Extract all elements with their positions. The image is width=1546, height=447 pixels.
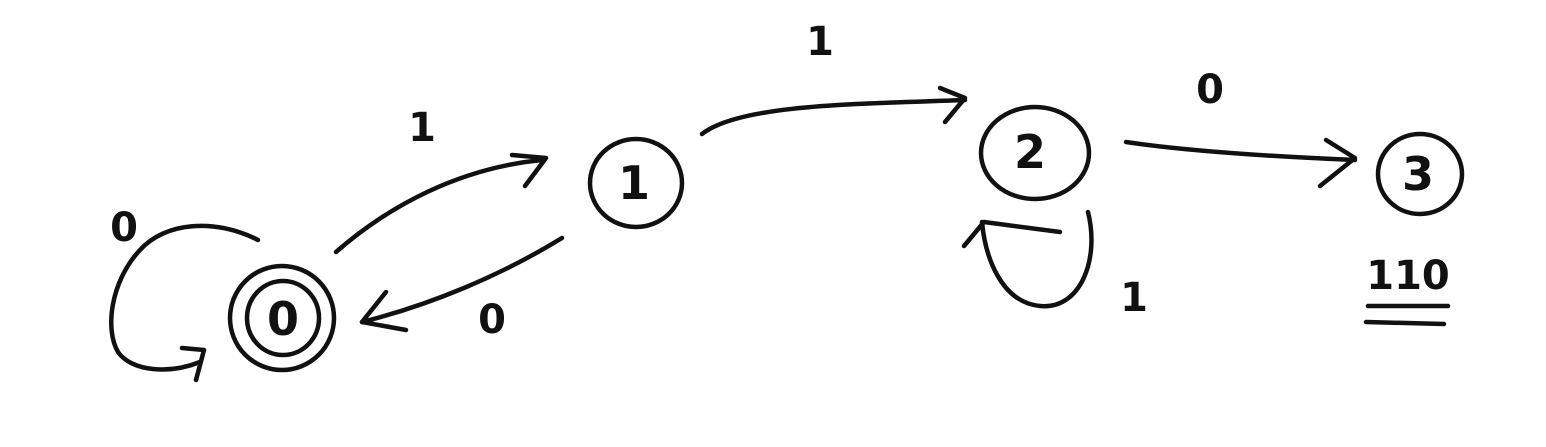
- transition-0-to-0: 0: [109, 205, 261, 383]
- transition-1-to-2-label: 1: [806, 19, 834, 65]
- transition-0-to-0-label: 0: [110, 205, 138, 251]
- transition-0-to-0-arc: [109, 223, 261, 372]
- transition-1-to-0-label: 0: [478, 297, 506, 343]
- state-2-label: 2: [1014, 125, 1046, 179]
- transition-2-to-3-arc: [1123, 139, 1358, 163]
- transition-2-to-2-arrowhead: [961, 219, 1063, 249]
- transition-0-to-1-arrowhead: [509, 152, 549, 189]
- state-2: 2: [978, 104, 1092, 202]
- transition-2-to-2-arc: [979, 209, 1094, 309]
- transition-1-to-0-arc: [359, 235, 565, 325]
- transition-0-to-1: 1: [333, 105, 549, 255]
- state-1-circle: [587, 136, 685, 230]
- state-1: 1: [587, 136, 685, 230]
- accepted-string-text: 110: [1366, 253, 1450, 299]
- transition-1-to-0: 0: [359, 235, 565, 343]
- transition-2-to-3-arrowhead: [1317, 137, 1358, 189]
- transition-0-to-1-label: 1: [408, 105, 436, 151]
- transition-2-to-3: 0: [1123, 67, 1358, 189]
- transition-0-to-0-arrowhead: [179, 345, 207, 383]
- state-3: 3: [1375, 131, 1465, 217]
- transition-1-to-2: 1: [699, 19, 968, 137]
- transition-2-to-3-label: 0: [1196, 67, 1224, 113]
- state-1-label: 1: [618, 156, 650, 210]
- transition-2-to-2-label: 1: [1120, 275, 1148, 321]
- state-2-circle: [978, 104, 1092, 202]
- state-0-inner-ring: [244, 278, 322, 358]
- annotation-underline-2: [1363, 319, 1447, 327]
- state-3-circle: [1375, 131, 1465, 217]
- transition-1-to-0-arrowhead: [359, 289, 409, 333]
- accepted-string-annotation: 110: [1363, 253, 1451, 327]
- transition-0-to-1-arc: [333, 157, 545, 255]
- state-0: 0: [227, 263, 337, 373]
- transition-2-to-2: 1: [961, 209, 1148, 321]
- transition-1-to-2-arc: [699, 97, 968, 137]
- state-0-label: 0: [267, 292, 299, 346]
- state-0-outer-ring: [227, 263, 337, 373]
- state-3-label: 3: [1402, 147, 1434, 201]
- transition-1-to-2-arrowhead: [937, 85, 968, 125]
